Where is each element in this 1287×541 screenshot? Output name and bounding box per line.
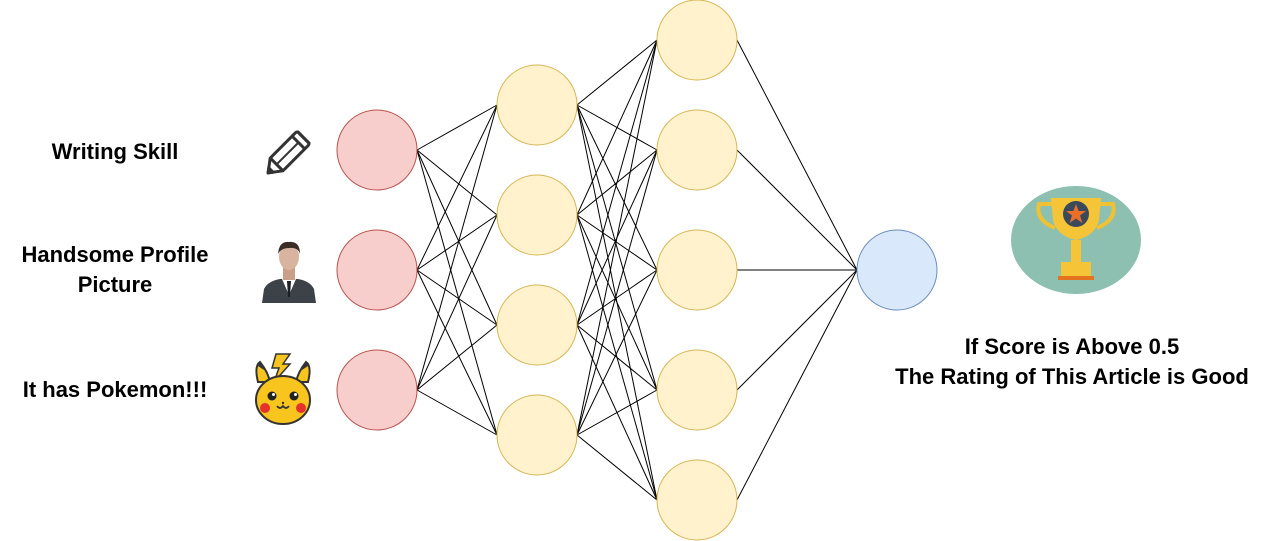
hidden2-neuron-4 <box>656 349 738 431</box>
hidden2-neuron-5 <box>656 459 738 541</box>
hidden2-neuron-2 <box>656 109 738 191</box>
pokemon-label: It has Pokemon!!! <box>22 377 208 402</box>
pencil-icon <box>266 130 311 175</box>
profile-label-line1: Handsome Profile <box>21 242 209 267</box>
hidden1-neuron-2 <box>496 174 578 256</box>
neurons <box>336 0 938 541</box>
connection-l3-2-1 <box>736 149 858 271</box>
connection-l3-5-1 <box>736 269 858 501</box>
connection-l1-3-1 <box>416 104 498 391</box>
connection-l3-4-1 <box>736 269 858 391</box>
output-neuron-1 <box>856 229 938 311</box>
businessman-icon <box>262 241 316 303</box>
hidden1-neuron-3 <box>496 284 578 366</box>
pikachu-icon <box>255 353 311 425</box>
connection-l1-2-3 <box>416 269 498 326</box>
input-neuron-3 <box>336 349 418 431</box>
input-neuron-1 <box>336 109 418 191</box>
hidden2-neuron-3 <box>656 229 738 311</box>
profile-picture-label: Handsome Profile Picture <box>0 240 230 300</box>
hidden1-neuron-1 <box>496 64 578 146</box>
connection-l2-4-1 <box>576 39 658 436</box>
connection-l1-1-1 <box>416 104 498 151</box>
connection-l2-4-4 <box>576 389 658 436</box>
trophy-icon <box>1011 186 1141 294</box>
connection-l1-2-1 <box>416 104 498 271</box>
connection-l1-2-4 <box>416 269 498 436</box>
result-text: If Score is Above 0.5 The Rating of This… <box>862 332 1282 392</box>
connection-l2-1-1 <box>576 39 658 106</box>
profile-label-line2: Picture <box>77 272 153 297</box>
hidden2-neuron-1 <box>656 0 738 81</box>
connection-l1-3-2 <box>416 214 498 391</box>
connection-l2-2-4 <box>576 214 658 391</box>
connection-l2-3-3 <box>576 269 658 326</box>
connection-l2-2-1 <box>576 39 658 216</box>
hidden1-neuron-4 <box>496 394 578 476</box>
writing-skill-label: Writing Skill <box>51 139 179 164</box>
connection-l2-1-3 <box>576 104 658 271</box>
result-line1: If Score is Above 0.5 <box>964 334 1180 359</box>
connection-l1-3-4 <box>416 389 498 436</box>
connection-l1-1-2 <box>416 149 498 216</box>
connection-l2-4-3 <box>576 269 658 436</box>
connections <box>416 39 858 501</box>
connection-l2-2-3 <box>576 214 658 271</box>
input-neuron-2 <box>336 229 418 311</box>
connection-l1-1-3 <box>416 149 498 326</box>
connection-l2-1-4 <box>576 104 658 391</box>
connection-l2-4-2 <box>576 149 658 436</box>
connection-l1-3-3 <box>416 324 498 391</box>
connection-l2-3-1 <box>576 39 658 326</box>
result-line2: The Rating of This Article is Good <box>895 364 1249 389</box>
connection-l2-4-5 <box>576 434 658 501</box>
connection-l2-3-4 <box>576 324 658 391</box>
connection-l1-2-2 <box>416 214 498 271</box>
connection-l1-1-4 <box>416 149 498 436</box>
connection-l3-1-1 <box>736 39 858 271</box>
